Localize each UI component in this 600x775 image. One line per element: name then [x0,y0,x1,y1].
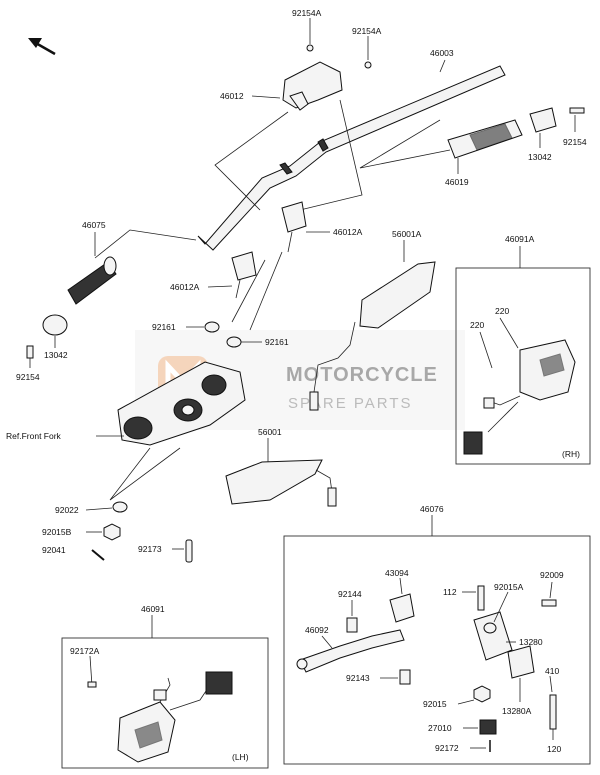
rh-switch-housing[interactable] [463,339,576,455]
label-13042-right: 13042 [528,152,552,162]
label-220-1: 220 [495,306,509,316]
nut-92015[interactable] [473,685,491,703]
switch-27010[interactable] [479,719,497,735]
label-46091: 46091 [141,604,165,614]
lh-switch-box [61,637,269,769]
label-92154-right: 92154 [563,137,587,147]
label-56001: 56001 [258,427,282,437]
label-46003: 46003 [430,48,454,58]
arrow-up-left-icon [28,38,56,56]
label-13280A: 13280A [502,706,532,716]
lh-switch-housing[interactable] [117,671,233,763]
cotter-pin-92041[interactable] [91,549,105,561]
bar-end-right[interactable] [529,107,557,133]
label-92144: 92144 [338,589,362,599]
label-ref-front-fork: Ref.Front Fork [6,431,62,441]
nut-92015B[interactable] [103,523,121,541]
right-grip[interactable] [447,119,523,159]
label-112: 112 [443,587,457,597]
label-43094: 43094 [385,568,409,578]
screw-92154-right [569,107,585,114]
label-46075: 46075 [82,220,106,230]
mirror-right-56001A[interactable] [309,261,436,411]
lever-assembly-box [283,535,591,765]
screw-92009[interactable] [541,599,557,607]
label-92172: 92172 [435,743,459,753]
label-120: 120 [547,744,561,754]
washer-92022[interactable] [112,501,128,513]
label-lh: (LH) [232,752,249,762]
label-92015: 92015 [423,699,447,709]
screw-92172A[interactable] [87,681,97,688]
label-92173: 92173 [138,544,162,554]
label-220-2: 220 [470,320,484,330]
label-92154A-1: 92154A [292,8,322,18]
label-46092: 46092 [305,625,329,635]
label-92161-right: 92161 [265,337,289,347]
label-92022: 92022 [55,505,79,515]
label-46012A-2: 46012A [333,227,363,237]
master-clamp-assembly[interactable] [473,585,535,679]
bar-end-left[interactable] [42,314,68,336]
label-92015A: 92015A [494,582,524,592]
label-92009: 92009 [540,570,564,580]
label-46091A: 46091A [505,234,535,244]
washer-92161-right[interactable] [226,336,242,348]
label-410: 410 [545,666,559,676]
label-27010: 27010 [428,723,452,733]
bolt-120[interactable] [549,694,557,730]
lever-holder-43094[interactable] [389,593,415,623]
brake-lever-46092[interactable] [296,629,405,673]
label-92161-left: 92161 [152,322,176,332]
watermark-line2: SPARE PARTS [288,395,413,412]
label-46012A-1: 46012A [170,282,200,292]
handlebar[interactable] [197,65,506,251]
spring-92144[interactable] [346,617,358,633]
watermark-line1: MOTORCYCLE [286,364,438,386]
left-grip[interactable] [67,256,117,305]
handlebar-holder-lower-left[interactable] [231,251,257,299]
collar-92143[interactable] [399,669,411,685]
handlebar-holder-lower-right[interactable] [281,201,307,253]
label-92041: 92041 [42,545,66,555]
label-46019: 46019 [445,177,469,187]
label-92143: 92143 [346,673,370,683]
label-46012: 46012 [220,91,244,101]
label-92172A: 92172A [70,646,100,656]
upper-triple-clamp[interactable] [117,361,246,446]
handlebar-holder-upper[interactable] [282,44,372,111]
label-13280: 13280 [519,637,543,647]
mirror-left-56001[interactable] [225,459,337,507]
label-13042-left: 13042 [44,350,68,360]
rh-switch-box [455,267,591,465]
label-rh: (RH) [562,449,580,459]
washer-92161-left[interactable] [204,321,220,333]
pin-92173[interactable] [185,539,193,563]
label-46076: 46076 [420,504,444,514]
label-92154A-2: 92154A [352,26,382,36]
label-92015B: 92015B [42,527,72,537]
screw-92154-left [26,345,34,359]
label-56001A: 56001A [392,229,422,239]
label-92154-left: 92154 [16,372,40,382]
